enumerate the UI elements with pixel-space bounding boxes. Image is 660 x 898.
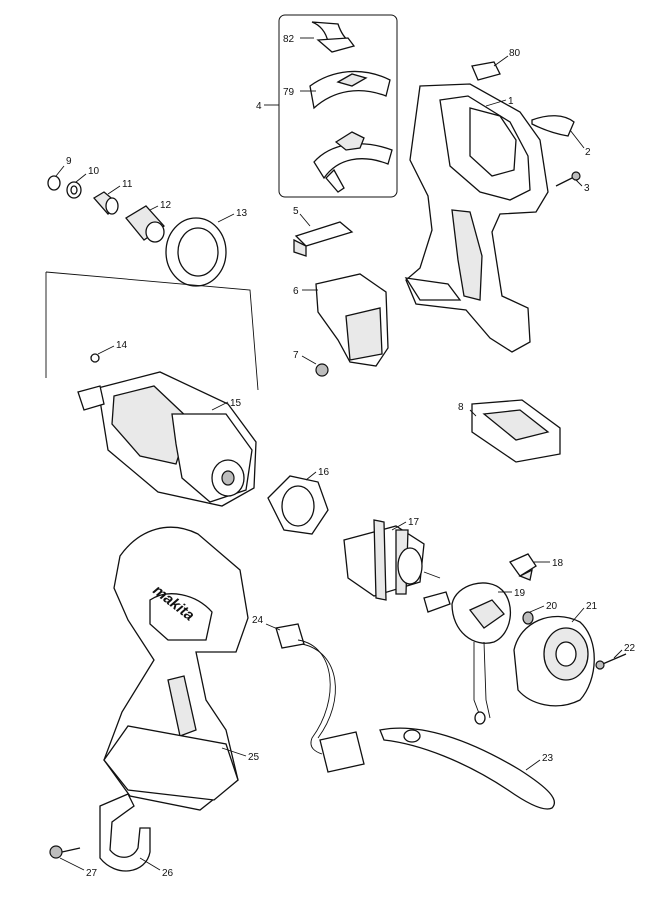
callout-7: 7 — [293, 350, 299, 361]
part-25-housing-left: makita — [103, 526, 249, 811]
part-21-rear-cover — [513, 615, 595, 707]
callout-9: 9 — [66, 156, 72, 167]
part-16-nut — [267, 475, 329, 535]
callout-3: 3 — [584, 183, 590, 194]
subassembly-box — [278, 14, 398, 198]
callout-5: 5 — [293, 206, 299, 217]
part-13-ring-nut — [165, 217, 227, 287]
callout-11: 11 — [122, 179, 133, 190]
callout-80: 82 — [283, 34, 295, 45]
callout-18: 18 — [552, 558, 564, 569]
callout-82: 80 — [509, 48, 521, 59]
part-15-gear-assembly — [77, 371, 257, 507]
part-20-brush — [522, 611, 534, 625]
callout-2: 2 — [585, 147, 591, 158]
part-23-strap-eye — [403, 729, 421, 743]
part-82-label — [471, 61, 501, 81]
callout-25: 25 — [248, 752, 260, 763]
callout-12: 12 — [160, 200, 172, 211]
callouts: 82 79 4 80 1 2 3 9 10 11 12 13 5 — [55, 34, 636, 879]
part-5-switch-lever — [293, 221, 354, 257]
part-26-hook — [99, 793, 151, 872]
part-18-brush-spring — [509, 553, 537, 581]
part-8-terminal — [471, 399, 561, 463]
callout-6: 6 — [293, 286, 299, 297]
part-22-screw — [595, 653, 627, 670]
part-27-screw — [49, 845, 81, 859]
callout-26: 26 — [162, 868, 174, 879]
part-14-ball — [90, 353, 100, 363]
callout-8: 8 — [458, 402, 464, 413]
callout-1: 1 — [508, 96, 514, 107]
part-4-cover-lower — [313, 131, 393, 193]
callout-21: 21 — [586, 601, 598, 612]
part-6-switch — [315, 273, 389, 367]
callout-23: 23 — [542, 753, 554, 764]
part-23-strap — [379, 727, 555, 810]
callout-4: 4 — [256, 101, 262, 112]
part-19-brush-holder — [423, 582, 512, 725]
part-2-label — [531, 115, 575, 137]
part-17-armature — [343, 519, 441, 601]
part-24-wiring — [275, 623, 365, 773]
part-1-housing-right — [404, 83, 549, 353]
callout-16: 16 — [318, 467, 330, 478]
callout-22: 22 — [624, 643, 636, 654]
callout-20: 20 — [546, 601, 558, 612]
part-3-screw — [555, 171, 581, 187]
part-10-washer — [66, 181, 82, 199]
callout-24: 24 — [252, 615, 264, 626]
part-80-clip — [311, 21, 356, 53]
callout-79: 79 — [283, 87, 295, 98]
callout-15: 15 — [230, 398, 242, 409]
part-11-spring — [92, 191, 119, 216]
callout-10: 10 — [88, 166, 100, 177]
callout-27: 27 — [86, 868, 98, 879]
part-79-cover — [309, 70, 391, 110]
callout-19: 19 — [514, 588, 526, 599]
part-7-screw — [315, 363, 329, 377]
callout-13: 13 — [236, 208, 248, 219]
part-12-sleeve — [125, 205, 165, 243]
callout-14: 14 — [116, 340, 128, 351]
callout-17: 17 — [408, 517, 420, 528]
part-9-ring — [47, 175, 61, 191]
